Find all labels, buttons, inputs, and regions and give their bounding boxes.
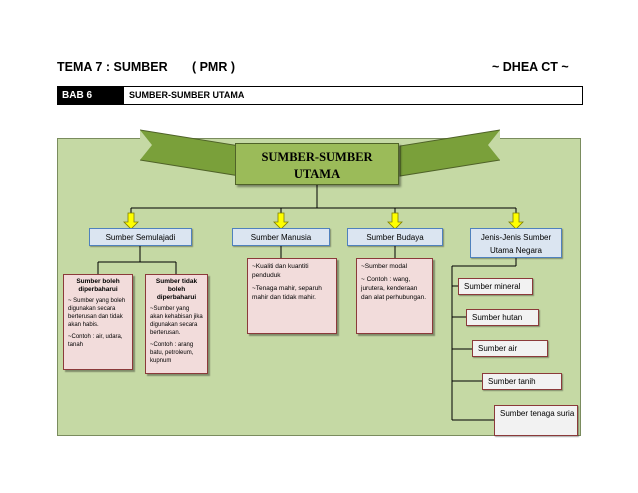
resource-hutan: Sumber hutan	[466, 309, 539, 326]
nonrenewable-title: Sumber tidak boleh diperbaharui	[155, 278, 198, 301]
human-line1: ~Kualiti dan kuantiti penduduk	[252, 263, 309, 279]
chapter-bar: BAB 6 SUMBER-SUMBER UTAMA	[57, 86, 583, 105]
detail-culture: ~Sumber modal ~ Contoh : wang, jurutera,…	[356, 258, 433, 334]
category-sumber-manusia: Sumber Manusia	[232, 228, 330, 246]
page-header-left: TEMA 7 : SUMBER ( PMR )	[57, 60, 236, 74]
culture-line2: ~ Contoh : wang, jurutera, kenderaan dan…	[361, 276, 427, 301]
main-topic-line2: UTAMA	[293, 167, 341, 181]
renewable-desc: ~ Sumber yang boleh digunakan secara ber…	[68, 298, 126, 328]
resource-tanih: Sumber tanih	[482, 373, 562, 390]
resource-tenaga-suria: Sumber tenaga suria	[494, 405, 578, 436]
category-sumber-semulajadi: Sumber Semulajadi	[89, 228, 192, 246]
detail-renewable: Sumber boleh diperbaharui ~ Sumber yang …	[63, 274, 133, 370]
nonrenewable-desc: ~Sumber yang akan kehabisan jika digunak…	[150, 306, 203, 336]
resource-mineral: Sumber mineral	[458, 278, 533, 295]
main-topic-box: SUMBER-SUMBER UTAMA	[235, 143, 399, 185]
chapter-number: BAB 6	[58, 87, 124, 104]
chapter-title: SUMBER-SUMBER UTAMA	[129, 90, 245, 100]
category-sumber-budaya: Sumber Budaya	[347, 228, 443, 246]
category-jenis-sumber: Jenis-Jenis Sumber Utama Negara	[470, 228, 562, 258]
renewable-title: Sumber boleh diperbaharui	[76, 278, 120, 293]
renewable-example: ~Contoh : air, udara, tanah	[68, 334, 123, 348]
detail-human: ~Kualiti dan kuantiti penduduk ~Tenaga m…	[247, 258, 337, 334]
culture-line1: ~Sumber modal	[361, 263, 408, 270]
human-line2: ~Tenaga mahir, separuh mahir dan tidak m…	[252, 285, 322, 301]
resource-air: Sumber air	[472, 340, 548, 357]
main-topic-line1: SUMBER-SUMBER	[261, 150, 373, 164]
page-header-right: ~ DHEA CT ~	[492, 60, 569, 74]
detail-nonrenewable: Sumber tidak boleh diperbaharui ~Sumber …	[145, 274, 208, 374]
nonrenewable-example: ~Contoh : arang batu, petroleum, kupnum	[150, 342, 194, 364]
